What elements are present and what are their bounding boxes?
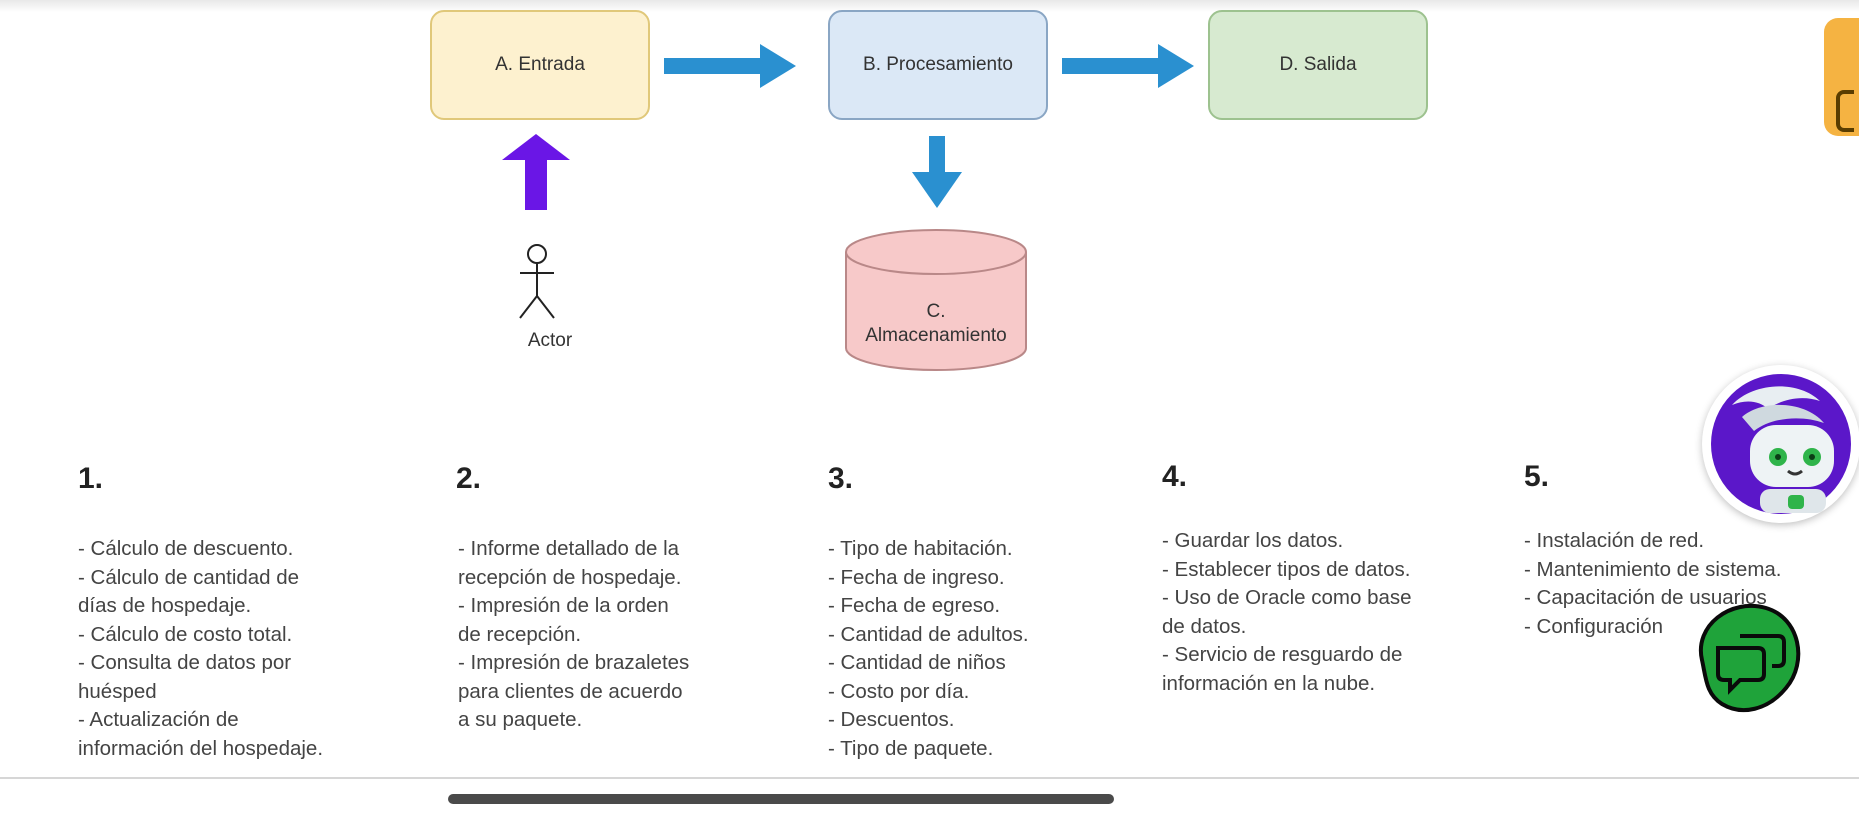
chat-button[interactable] <box>1682 592 1812 722</box>
assistant-avatar-button[interactable] <box>1702 365 1859 523</box>
box-procesamiento: B. Procesamiento <box>828 10 1048 120</box>
column-1-line: - Cálculo de cantidad de <box>78 565 300 589</box>
box-procesamiento-label: B. Procesamiento <box>863 54 1013 75</box>
column-1-text: - Cálculo de descuento. - Cálculo de can… <box>78 535 323 763</box>
column-2-line: - Impresión de brazaletes <box>458 651 690 674</box>
column-1-line: - Cálculo de costo total. <box>78 622 293 646</box>
column-5-text: - Instalación de red. - Mantenimiento de… <box>1524 527 1782 641</box>
home-indicator[interactable] <box>448 794 1114 804</box>
column-1-line: huésped <box>78 679 157 703</box>
column-4-line: - Servicio de resguardo de <box>1162 643 1403 666</box>
column-1-line: - Consulta de datos por <box>78 651 292 674</box>
column-2-line: recepción de hospedaje. <box>458 565 682 589</box>
column-3-line: - Costo por día. <box>828 679 970 703</box>
cylinder-almacenamiento-label: C. Almacenamiento <box>848 300 1024 348</box>
arrow-procesamiento-to-almacenamiento <box>912 136 962 208</box>
column-1-line: - Actualización de <box>78 708 239 731</box>
column-3-line: - Descuentos. <box>828 708 955 731</box>
column-4-line: - Uso de Oracle como base <box>1162 586 1412 609</box>
robot-avatar-icon <box>1711 374 1851 514</box>
column-4-line: - Guardar los datos. <box>1162 529 1344 552</box>
column-4-line: - Establecer tipos de datos. <box>1162 557 1411 581</box>
column-5-line: - Mantenimiento de sistema. <box>1524 557 1782 581</box>
column-3-number: 3. <box>828 462 854 495</box>
column-3-line: - Fecha de ingreso. <box>828 565 1005 589</box>
almacenamiento-line-2: Almacenamiento <box>865 325 1007 346</box>
column-3-line: - Cantidad de niños <box>828 651 1006 674</box>
actor-figure <box>519 244 555 319</box>
column-3-line: - Tipo de habitación. <box>828 537 1013 560</box>
bottom-divider <box>0 777 1859 779</box>
column-2-line: para clientes de acuerdo <box>458 679 683 703</box>
column-1-number: 1. <box>78 462 104 495</box>
arrow-actor-to-entrada <box>502 134 570 210</box>
column-1-line: días de hospedaje. <box>78 594 252 617</box>
box-salida: D. Salida <box>1208 10 1428 120</box>
column-2-number: 2. <box>456 462 482 495</box>
box-entrada: A. Entrada <box>430 10 650 120</box>
column-5-line: - Configuración <box>1524 614 1664 638</box>
box-salida-label: D. Salida <box>1279 54 1357 75</box>
arrow-procesamiento-to-salida <box>1062 44 1194 88</box>
column-2-text: - Informe detallado de la recepción de h… <box>458 535 689 735</box>
actor-label: Actor <box>527 330 573 351</box>
column-2-line: de recepción. <box>458 622 582 646</box>
column-5-number: 5. <box>1524 460 1550 493</box>
column-2-line: a su paquete. <box>458 708 583 731</box>
chat-bubble-icon <box>1698 604 1801 713</box>
column-3-line: - Fecha de egreso. <box>828 594 1001 617</box>
side-widget-tab[interactable] <box>1824 18 1859 136</box>
top-shadow <box>0 0 1859 12</box>
column-4-text: - Guardar los datos. - Establecer tipos … <box>1162 527 1412 698</box>
almacenamiento-line-1: C. <box>926 301 946 322</box>
column-4-line: de datos. <box>1162 614 1247 638</box>
column-4-number: 4. <box>1162 460 1188 493</box>
column-2-line: - Informe detallado de la <box>458 537 680 560</box>
arrow-entrada-to-procesamiento <box>664 44 796 88</box>
column-5-line: - Capacitación de usuarios <box>1524 586 1767 609</box>
column-2-line: - Impresión de la orden <box>458 594 669 617</box>
column-3-text: - Tipo de habitación. - Fecha de ingreso… <box>828 535 1029 763</box>
column-3-line: - Cantidad de adultos. <box>828 622 1029 646</box>
column-3-line: - Tipo de paquete. <box>828 736 994 760</box>
column-5-line: - Instalación de red. <box>1524 529 1705 552</box>
box-entrada-label: A. Entrada <box>495 54 585 75</box>
side-widget-icon <box>1836 90 1854 132</box>
column-1-line: información del hospedaje. <box>78 736 324 760</box>
column-4-line: información en la nube. <box>1162 671 1376 695</box>
column-1-line: - Cálculo de descuento. <box>78 537 294 560</box>
